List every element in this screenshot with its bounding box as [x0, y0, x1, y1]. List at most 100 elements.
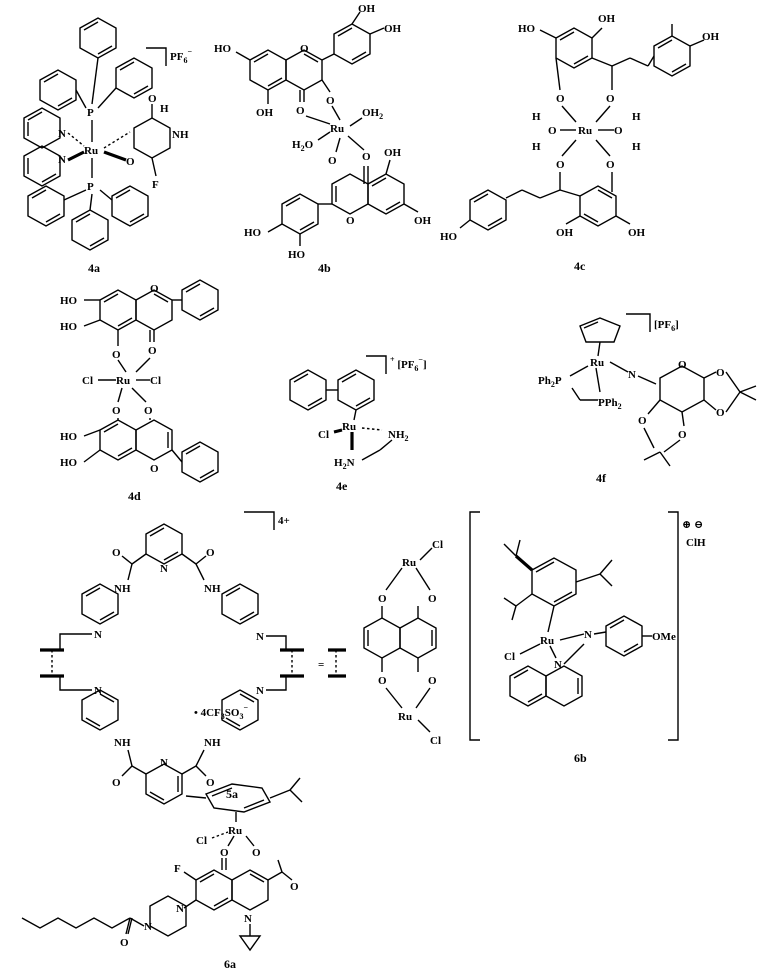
atom-4a-o-top: O: [148, 93, 157, 105]
charges-6b: ⊕ ⊖: [682, 519, 703, 531]
atom-4d-cl1: Cl: [82, 375, 93, 387]
atom-4d-ru: Ru: [116, 375, 130, 387]
atom-4b-ru: Ru: [330, 123, 344, 135]
atom-4c-o3: O: [556, 159, 565, 171]
atom-4b-o-keto2: O: [362, 151, 371, 163]
atom-4b-o-ring2: O: [346, 215, 355, 227]
atom-4c-h4: H: [632, 141, 641, 153]
atom-6b-ome: OMe: [652, 631, 676, 643]
atom-4f-pph2: PPh2: [598, 397, 622, 411]
compound-4e: Cl Ru NH2 H2N + [PF6−] 4e: [289, 355, 427, 493]
atom-4c-ho1: HO: [518, 23, 536, 35]
charge-5a: 4+: [278, 515, 290, 527]
label-6b: 6b: [574, 751, 587, 765]
atom-4b-oh3: OH: [256, 107, 274, 119]
compound-4a: P N N Ru O O H NH F P PF6− 4a: [23, 17, 192, 275]
compound-6b: Ru N OMe Cl N ⊕ ⊖ ClH 6b: [469, 511, 706, 765]
atom-6a-n1: N: [244, 913, 252, 925]
atom-5a-nh2: NH: [204, 583, 221, 595]
atom-6a-n2: N: [176, 903, 184, 915]
atom-4c-o4: O: [606, 159, 615, 171]
atom-5a-o2: O: [206, 547, 215, 559]
atom-5a-q3: O: [378, 675, 387, 687]
atom-4c-h1: H: [532, 111, 541, 123]
atom-4a-nh: NH: [172, 129, 189, 141]
atom-6a-n3: N: [144, 921, 152, 933]
atom-4a-p-top: P: [87, 107, 94, 119]
atom-4c-oh2: OH: [556, 227, 574, 239]
atom-4f-o4: O: [678, 429, 687, 441]
eq-sign-5a: =: [318, 659, 324, 671]
atom-6a-ru: Ru: [228, 825, 242, 837]
compound-4d: O HO HO O O Cl Ru Cl O O O HO HO 4d: [60, 279, 219, 503]
counterion-4f: [PF6]: [654, 319, 679, 333]
atom-4b-oh1: OH: [358, 3, 376, 15]
atom-4f-o2: O: [716, 407, 725, 419]
atom-4b-ho2: HO: [244, 227, 262, 239]
atom-5a-nh1: NH: [114, 583, 131, 595]
atom-5a-o4: O: [206, 777, 215, 789]
atom-4c-oh3: OH: [628, 227, 646, 239]
counterion-4a: PF6−: [170, 47, 192, 65]
atom-4d-cl2: Cl: [150, 375, 161, 387]
atom-4c-ru: Ru: [578, 125, 592, 137]
atom-4d-o1: O: [112, 349, 121, 361]
atom-4d-ho1: HO: [60, 295, 78, 307]
atom-4c-ho2: HO: [440, 231, 458, 243]
atom-4b-oh5: OH: [414, 215, 432, 227]
atom-6a-cl: Cl: [196, 835, 207, 847]
atom-4c-o2: O: [606, 93, 615, 105]
atom-4c-o-w2: O: [614, 125, 623, 137]
atom-5a-n4: N: [256, 631, 264, 643]
atom-4f-ph2p: Ph2P: [538, 375, 562, 389]
atom-4e-cl: Cl: [318, 429, 329, 441]
atom-5a-q1: O: [378, 593, 387, 605]
atom-6a-f: F: [174, 863, 181, 875]
atom-4b-o-ring1: O: [300, 43, 309, 55]
atom-5a-q4: O: [428, 675, 437, 687]
atom-4d-ho4: HO: [60, 457, 78, 469]
atom-5a-nh4: NH: [204, 737, 221, 749]
compound-6a: Ru Cl O O O F N N N O 6a: [21, 777, 303, 971]
atom-4e-ru: Ru: [342, 421, 356, 433]
atom-6a-o3: O: [290, 881, 299, 893]
atom-6b-ru: Ru: [540, 635, 554, 647]
atom-4d-o-ring1: O: [150, 283, 159, 295]
atom-6b-n1: N: [584, 629, 592, 641]
label-5a: 5a: [226, 787, 238, 801]
atom-4e-nh2-b: H2N: [334, 457, 355, 471]
atom-4d-ho2: HO: [60, 321, 78, 333]
atom-5a-o1: O: [112, 547, 121, 559]
counterion-4e: + [PF6−]: [390, 355, 427, 373]
salt-6b: ClH: [686, 537, 706, 549]
label-4f: 4f: [596, 471, 607, 485]
atom-5a-o3: O: [112, 777, 121, 789]
atom-4d-o-keto1: O: [148, 345, 157, 357]
label-6a: 6a: [224, 957, 236, 971]
atom-4b-oh2: OH: [384, 23, 402, 35]
atom-5a-cl2: Cl: [430, 735, 441, 747]
atom-5a-n2: N: [160, 757, 168, 769]
atom-4f-n: N: [628, 369, 636, 381]
atom-5a-ru1: Ru: [402, 557, 416, 569]
salt-5a: • 4CF3SO3−: [194, 703, 248, 721]
atom-4b-oh2-lig: OH2: [362, 107, 383, 121]
label-4e: 4e: [336, 479, 348, 493]
atom-5a-n6: N: [256, 685, 264, 697]
atom-4f-ru: Ru: [590, 357, 604, 369]
atom-4a-h: H: [160, 103, 169, 115]
atom-4b-o-keto1: O: [296, 105, 305, 117]
atom-4e-nh2-a: NH2: [388, 429, 409, 443]
atom-6a-o4: O: [120, 937, 129, 949]
compound-4c: HO OH OH O O H O H Ru O H H O O OH OH HO…: [440, 13, 720, 273]
atom-4c-h2: H: [532, 141, 541, 153]
atom-4c-o-w1: O: [548, 125, 557, 137]
atom-4a-ru: Ru: [84, 145, 98, 157]
atom-5a-cl1: Cl: [432, 539, 443, 551]
atom-6a-o2: O: [252, 847, 261, 859]
atom-4d-o-ring2: O: [150, 463, 159, 475]
atom-4b-ho1: HO: [214, 43, 232, 55]
atom-4c-oh-top: OH: [702, 31, 720, 43]
